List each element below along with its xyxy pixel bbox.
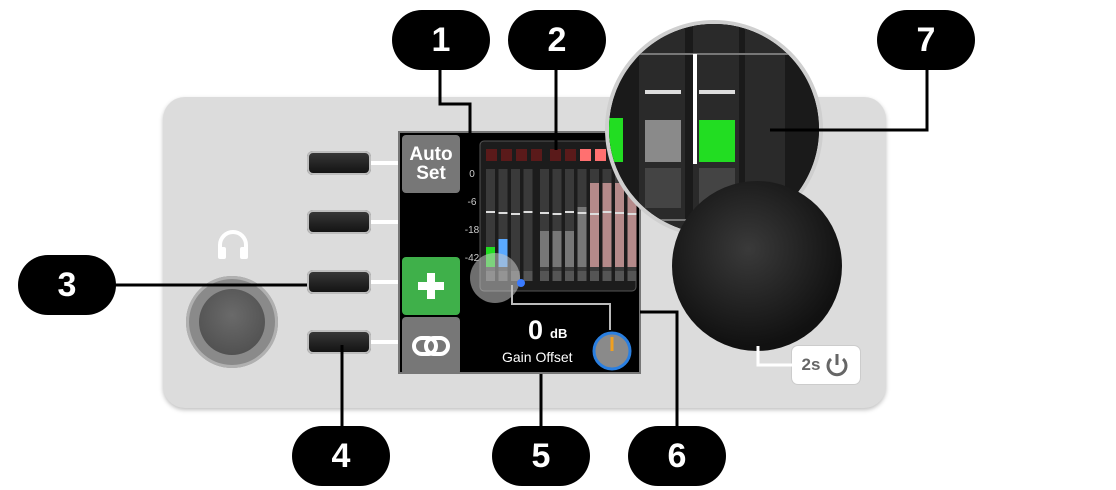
meter-bars — [486, 169, 637, 281]
peak-marker — [590, 213, 599, 215]
callout-5: 5 — [492, 426, 590, 486]
meter-track — [523, 169, 533, 281]
meter-fill — [627, 183, 637, 267]
meter-base — [602, 271, 612, 281]
scale-label-0: 0 — [469, 169, 475, 180]
hardware-button-1[interactable] — [307, 151, 371, 175]
meter-fill — [602, 183, 612, 267]
meter-base — [627, 271, 637, 281]
gain-knob-icon[interactable] — [590, 329, 634, 373]
auto-set-label-line1: Auto — [409, 144, 453, 165]
peak-marker — [540, 212, 549, 214]
peak-marker — [565, 211, 574, 213]
hardware-button-2[interactable] — [307, 210, 371, 234]
clip-led — [565, 149, 576, 161]
callout-2: 2 — [508, 10, 606, 70]
clip-led — [486, 149, 497, 161]
meter-fill — [565, 231, 574, 267]
peak-marker — [602, 211, 612, 213]
headphones-icon — [218, 230, 248, 259]
meter-fill — [615, 183, 624, 267]
auto-set-label-line2: Set — [416, 163, 446, 184]
scale-label-42: -42 — [465, 253, 480, 264]
meter-fill — [552, 231, 562, 267]
peak-marker — [552, 213, 562, 215]
peak-marker — [577, 212, 587, 214]
button-connector-3 — [371, 280, 401, 284]
display-screen: Auto Set 0 -6 -18 -42 0 dB Gain Offset — [398, 131, 641, 374]
callout-7: 7 — [877, 10, 975, 70]
meter-base — [577, 271, 587, 281]
meter-base — [552, 271, 562, 281]
meter-fill — [590, 183, 599, 267]
meter-track — [552, 169, 562, 281]
meter-track — [511, 169, 520, 281]
clip-led — [550, 149, 561, 161]
hardware-button-3[interactable] — [307, 270, 371, 294]
auto-set-button[interactable]: Auto Set — [402, 135, 460, 193]
link-button[interactable] — [402, 317, 460, 372]
main-knob[interactable] — [672, 181, 842, 351]
meter-base — [523, 271, 533, 281]
meter-fill — [577, 207, 587, 267]
meter-track — [486, 169, 495, 281]
meter-base — [590, 271, 599, 281]
power-icon — [826, 354, 848, 377]
meter-track — [498, 169, 508, 281]
power-hold-label: 2s — [801, 355, 821, 374]
callout-3: 3 — [18, 255, 116, 315]
meter-base — [615, 271, 624, 281]
meter-fill — [540, 231, 549, 267]
peak-marker — [615, 212, 624, 214]
hardware-button-4[interactable] — [307, 330, 371, 354]
clip-led — [580, 149, 591, 161]
callout-4: 4 — [292, 426, 390, 486]
peak-marker — [627, 213, 637, 215]
link-icon — [412, 336, 450, 356]
meter-fill — [498, 239, 508, 267]
peak-marker — [486, 211, 495, 213]
headphone-jack-socket — [199, 289, 265, 355]
add-button[interactable] — [402, 257, 460, 315]
level-meters: 0 -6 -18 -42 — [465, 140, 637, 292]
meter-base — [540, 271, 549, 281]
clip-led — [501, 149, 512, 161]
meter-track — [540, 169, 549, 281]
callout-1: 1 — [392, 10, 490, 70]
button-connector-1 — [371, 161, 401, 165]
meter-track — [565, 169, 574, 281]
clip-led — [595, 149, 606, 161]
plus-icon — [418, 273, 444, 299]
channel-dot — [517, 279, 525, 287]
power-button[interactable]: 2s — [792, 346, 860, 384]
button-connector-4 — [371, 340, 401, 344]
scale-label-18: -18 — [465, 225, 480, 236]
callout-6: 6 — [628, 426, 726, 486]
clip-led — [531, 149, 542, 161]
meter-base — [565, 271, 574, 281]
scale-label-6: -6 — [468, 197, 477, 208]
gain-unit: dB — [550, 326, 568, 341]
clip-led — [516, 149, 527, 161]
peak-marker — [523, 211, 533, 213]
peak-marker — [511, 213, 520, 215]
button-connector-2 — [371, 220, 401, 224]
peak-marker — [498, 212, 508, 214]
gain-value: 0 — [528, 315, 544, 345]
gain-offset-label: Gain Offset — [502, 349, 573, 365]
